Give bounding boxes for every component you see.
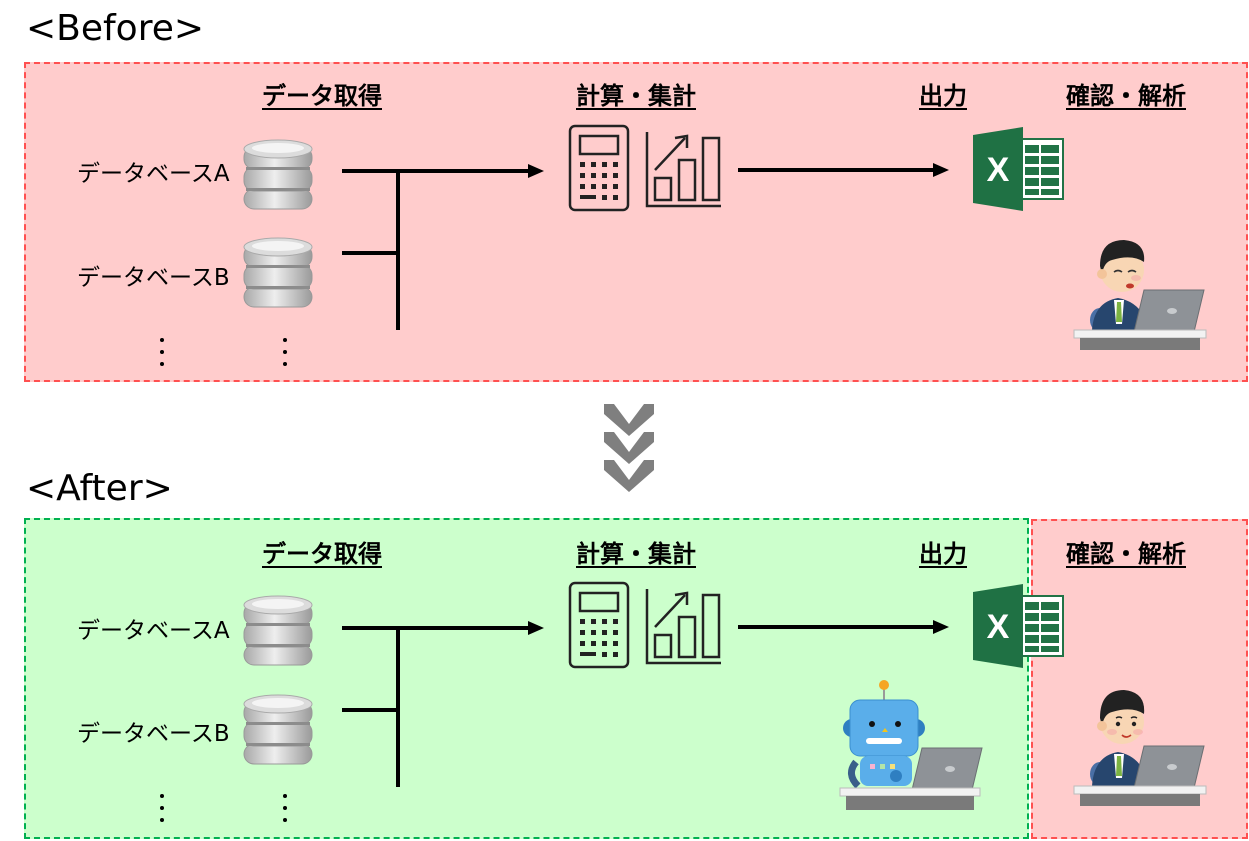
after-heading-data-acquisition: データ取得 xyxy=(262,540,382,568)
arrow-head xyxy=(528,621,544,635)
ellipsis-icon xyxy=(160,794,166,830)
arrow-head xyxy=(933,163,949,177)
bar-chart-icon xyxy=(645,587,723,667)
after-heading-output: 出力 xyxy=(919,540,967,568)
triple-chevron-down-icon xyxy=(604,404,654,492)
before-title: <Before> xyxy=(26,8,205,49)
before-heading-calculation: 計算・集計 xyxy=(576,82,696,110)
before-heading-data-acquisition: データ取得 xyxy=(262,82,382,110)
after-heading-review: 確認・解析 xyxy=(1066,540,1186,568)
arrow-head xyxy=(528,164,544,178)
calculator-icon xyxy=(568,581,630,669)
ellipsis-icon xyxy=(283,794,289,830)
happy-worker-icon xyxy=(1072,682,1208,808)
ellipsis-icon xyxy=(283,338,289,374)
before-database-b-label: データベースB xyxy=(77,265,230,291)
after-heading-calculation: 計算・集計 xyxy=(576,540,696,568)
after-title: <After> xyxy=(26,468,173,509)
after-database-b-label: データベースB xyxy=(77,721,230,747)
before-heading-review: 確認・解析 xyxy=(1066,82,1186,110)
after-automated-box xyxy=(24,518,1029,839)
ellipsis-icon xyxy=(160,338,166,374)
arrow-head xyxy=(933,620,949,634)
after-database-a-label: データベースA xyxy=(77,618,230,644)
before-process-box xyxy=(24,62,1248,382)
before-database-a-label: データベースA xyxy=(77,161,230,187)
excel-icon xyxy=(971,582,1065,670)
before-heading-output: 出力 xyxy=(919,82,967,110)
robot-worker-icon xyxy=(836,678,984,812)
